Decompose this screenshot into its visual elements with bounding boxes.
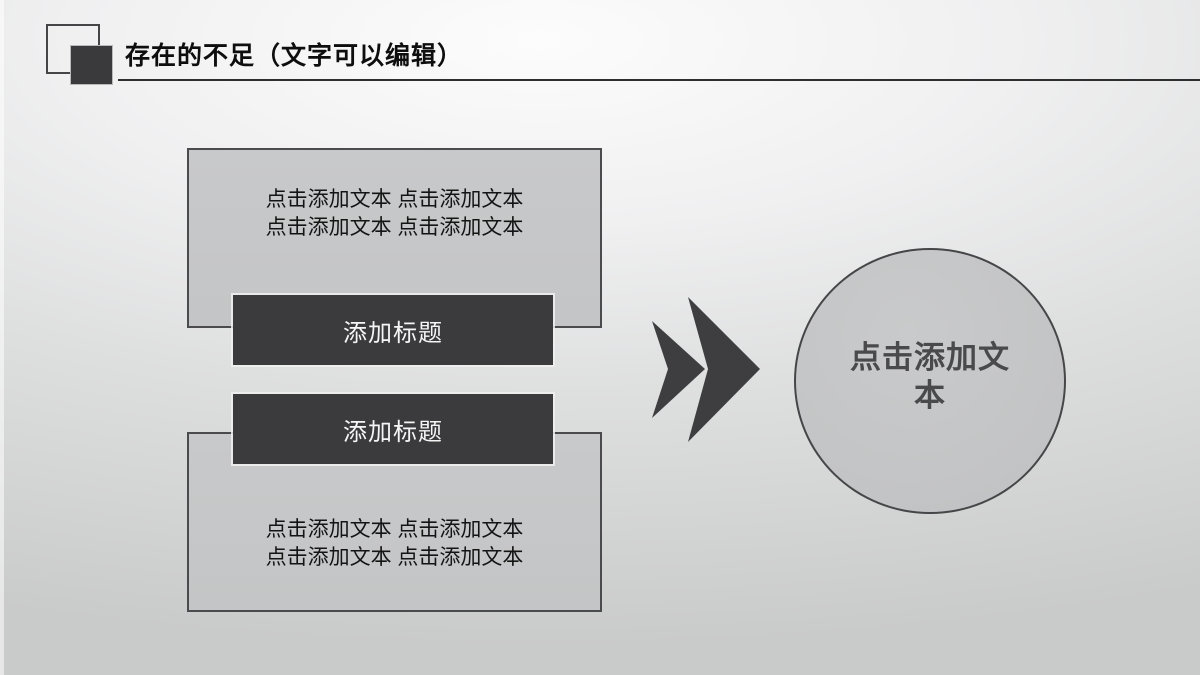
placeholder-line: 本: [914, 378, 946, 413]
placeholder-line: 点击添加文本 点击添加文本: [265, 518, 524, 541]
chevron-large: [688, 297, 760, 442]
title-decoration-filled-square-icon: [70, 45, 113, 85]
title-underline: [118, 79, 1200, 81]
banner-title-bottom-label: 添加标题: [343, 418, 443, 446]
placeholder-line: 点击添加文: [850, 340, 1010, 375]
double-chevron-right-icon: [652, 297, 760, 442]
banner-title-top-label: 添加标题: [343, 319, 443, 347]
placeholder-line: 点击添加文本 点击添加文本: [265, 546, 524, 569]
banner-title-bottom[interactable]: 添加标题: [233, 394, 553, 464]
text-box-bottom-placeholder: 点击添加文本 点击添加文本 点击添加文本 点击添加文本: [189, 516, 600, 572]
placeholder-line: 点击添加文本 点击添加文本: [265, 216, 524, 239]
circle-placeholder-text: 点击添加文 本: [850, 339, 1010, 415]
slide-title: 存在的不足（文字可以编辑）: [125, 42, 464, 70]
circle-placeholder[interactable]: 点击添加文 本: [794, 248, 1066, 514]
chevron-small: [652, 321, 705, 418]
placeholder-line: 点击添加文本 点击添加文本: [265, 188, 524, 211]
banner-title-top[interactable]: 添加标题: [233, 295, 553, 365]
text-box-top-placeholder: 点击添加文本 点击添加文本 点击添加文本 点击添加文本: [189, 186, 600, 242]
